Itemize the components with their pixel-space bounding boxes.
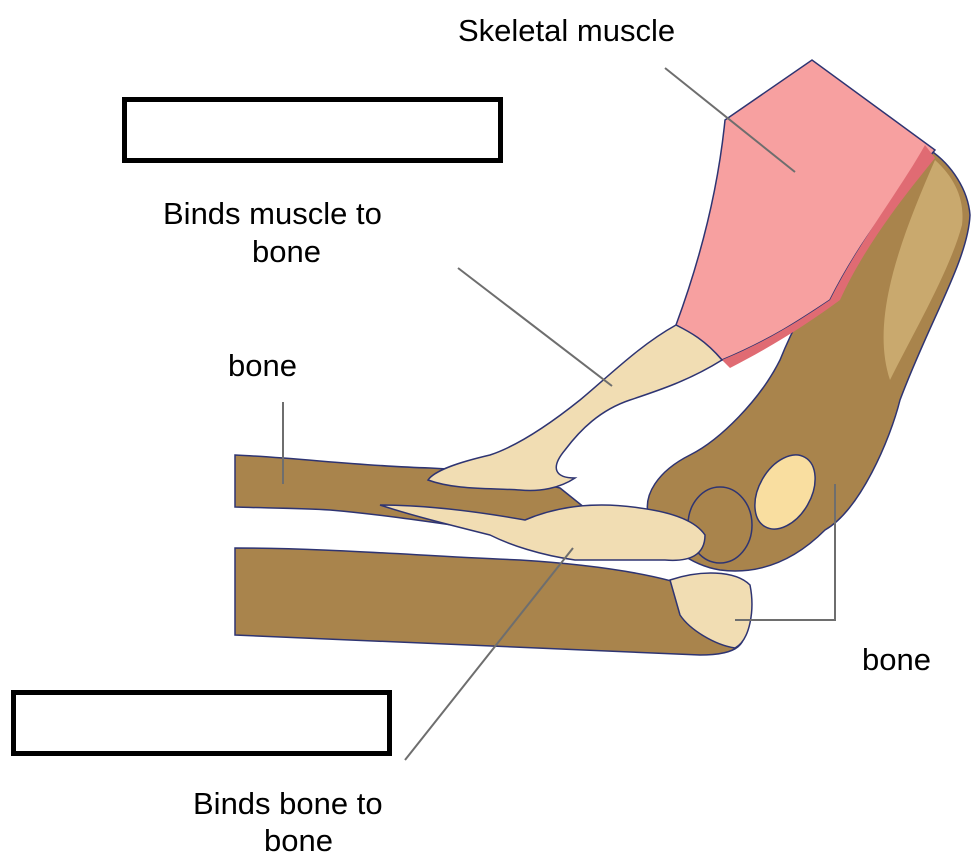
answer-box-ligament[interactable]	[11, 690, 392, 756]
label-tendon-description-line1: Binds muscle to	[163, 195, 382, 232]
label-skeletal-muscle: Skeletal muscle	[458, 12, 675, 49]
leader-line-tendon	[458, 268, 612, 386]
answer-box-tendon[interactable]	[122, 97, 503, 163]
label-tendon-description-line2: bone	[252, 233, 321, 270]
label-bone-right: bone	[862, 641, 931, 678]
lower-forearm-bone	[235, 548, 745, 655]
label-ligament-description-line2: bone	[264, 822, 333, 859]
label-ligament-description-line1: Binds bone to	[193, 785, 383, 822]
label-bone-upper: bone	[228, 347, 297, 384]
ligament	[380, 505, 705, 560]
